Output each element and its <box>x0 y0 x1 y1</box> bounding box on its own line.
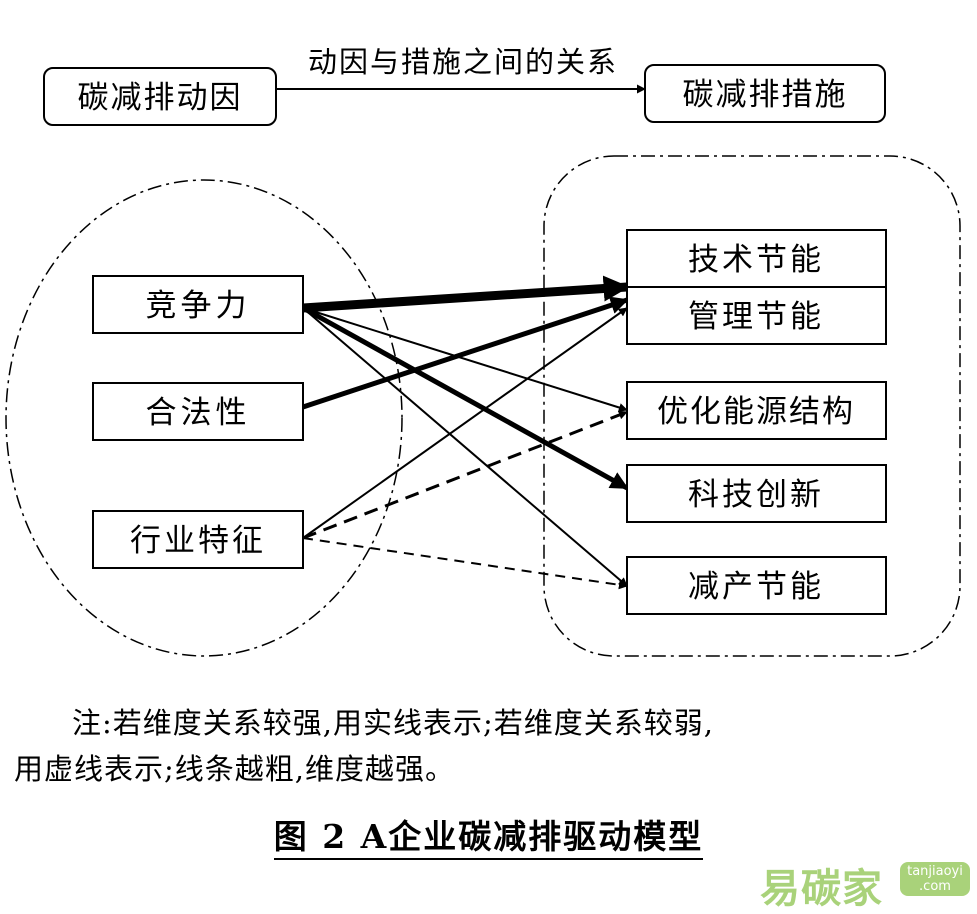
relation-arrows <box>301 275 630 590</box>
measure-box-energy-tech <box>626 229 887 288</box>
driver-box-legitimacy <box>92 382 304 441</box>
driver-label-legitimacy: 合法性 <box>146 395 251 431</box>
watermark-logo: 易碳家 tanjiaoyi .com <box>760 852 970 912</box>
drivers: 竞争力 合法性 行业特征 <box>92 275 304 569</box>
measure-box-innovation <box>626 464 887 523</box>
arrow-competitiveness-to-innovation <box>301 305 629 491</box>
measure-label-management: 管理节能 <box>688 299 824 335</box>
top-flow: 碳减排动因 动因与措施之间的关系 碳减排措施 <box>43 45 886 126</box>
measure-box <box>644 64 886 123</box>
watermark-brand: 易碳家 <box>760 866 883 912</box>
diagram-note: 注:若维度关系较强,用实线表示;若维度关系较弱, 用虚线表示;线条越粗,维度越强… <box>14 700 974 792</box>
arrow-industry-to-output-reduction <box>302 537 628 590</box>
measures: 技术节能 管理节能 优化能源结构 科技创新 减产节能 <box>626 229 887 615</box>
driver-label-competitiveness: 竞争力 <box>146 288 251 324</box>
arrow-competitiveness-to-output-reduction <box>302 307 628 587</box>
watermark-url-line-1: tanjiaoyi <box>907 864 963 879</box>
cause-box <box>43 67 277 126</box>
measures-group-outline <box>543 155 961 657</box>
driver-label-industry: 行业特征 <box>130 523 266 559</box>
cause-label: 碳减排动因 <box>78 80 243 116</box>
arrow-industry-to-management <box>302 307 628 539</box>
caption-text: 图 2 A企业碳减排驱动模型 <box>273 817 704 860</box>
drivers-group-outline <box>5 179 403 657</box>
measure-label-output-reduction: 减产节能 <box>688 569 824 605</box>
arrow-competitiveness-to-energy-structure <box>302 307 628 412</box>
measure-label: 碳减排措施 <box>683 77 848 113</box>
measure-label-innovation: 科技创新 <box>688 477 824 513</box>
note-line-1: 注:若维度关系较强,用实线表示;若维度关系较弱, <box>72 706 714 740</box>
relation-label: 动因与措施之间的关系 <box>308 45 618 79</box>
measure-box-management <box>626 286 887 345</box>
driver-box-industry <box>92 510 304 569</box>
driver-box-competitiveness <box>92 275 304 334</box>
measure-box-output-reduction <box>626 556 887 615</box>
measure-label-energy-tech: 技术节能 <box>688 242 824 278</box>
arrow-legitimacy-to-management <box>302 296 629 410</box>
measure-box-energy-structure <box>626 381 887 440</box>
measure-label-energy-structure: 优化能源结构 <box>657 394 855 430</box>
watermark-url-line-2: .com <box>919 879 951 894</box>
watermark-url-badge: tanjiaoyi .com <box>900 862 970 896</box>
arrow-competitiveness-to-energy-tech <box>302 275 630 313</box>
note-line-2: 用虚线表示;线条越粗,维度越强。 <box>14 752 455 786</box>
arrow-industry-to-energy-structure <box>302 410 628 540</box>
figure-caption: 图 2 A企业碳减排驱动模型 <box>0 810 977 860</box>
